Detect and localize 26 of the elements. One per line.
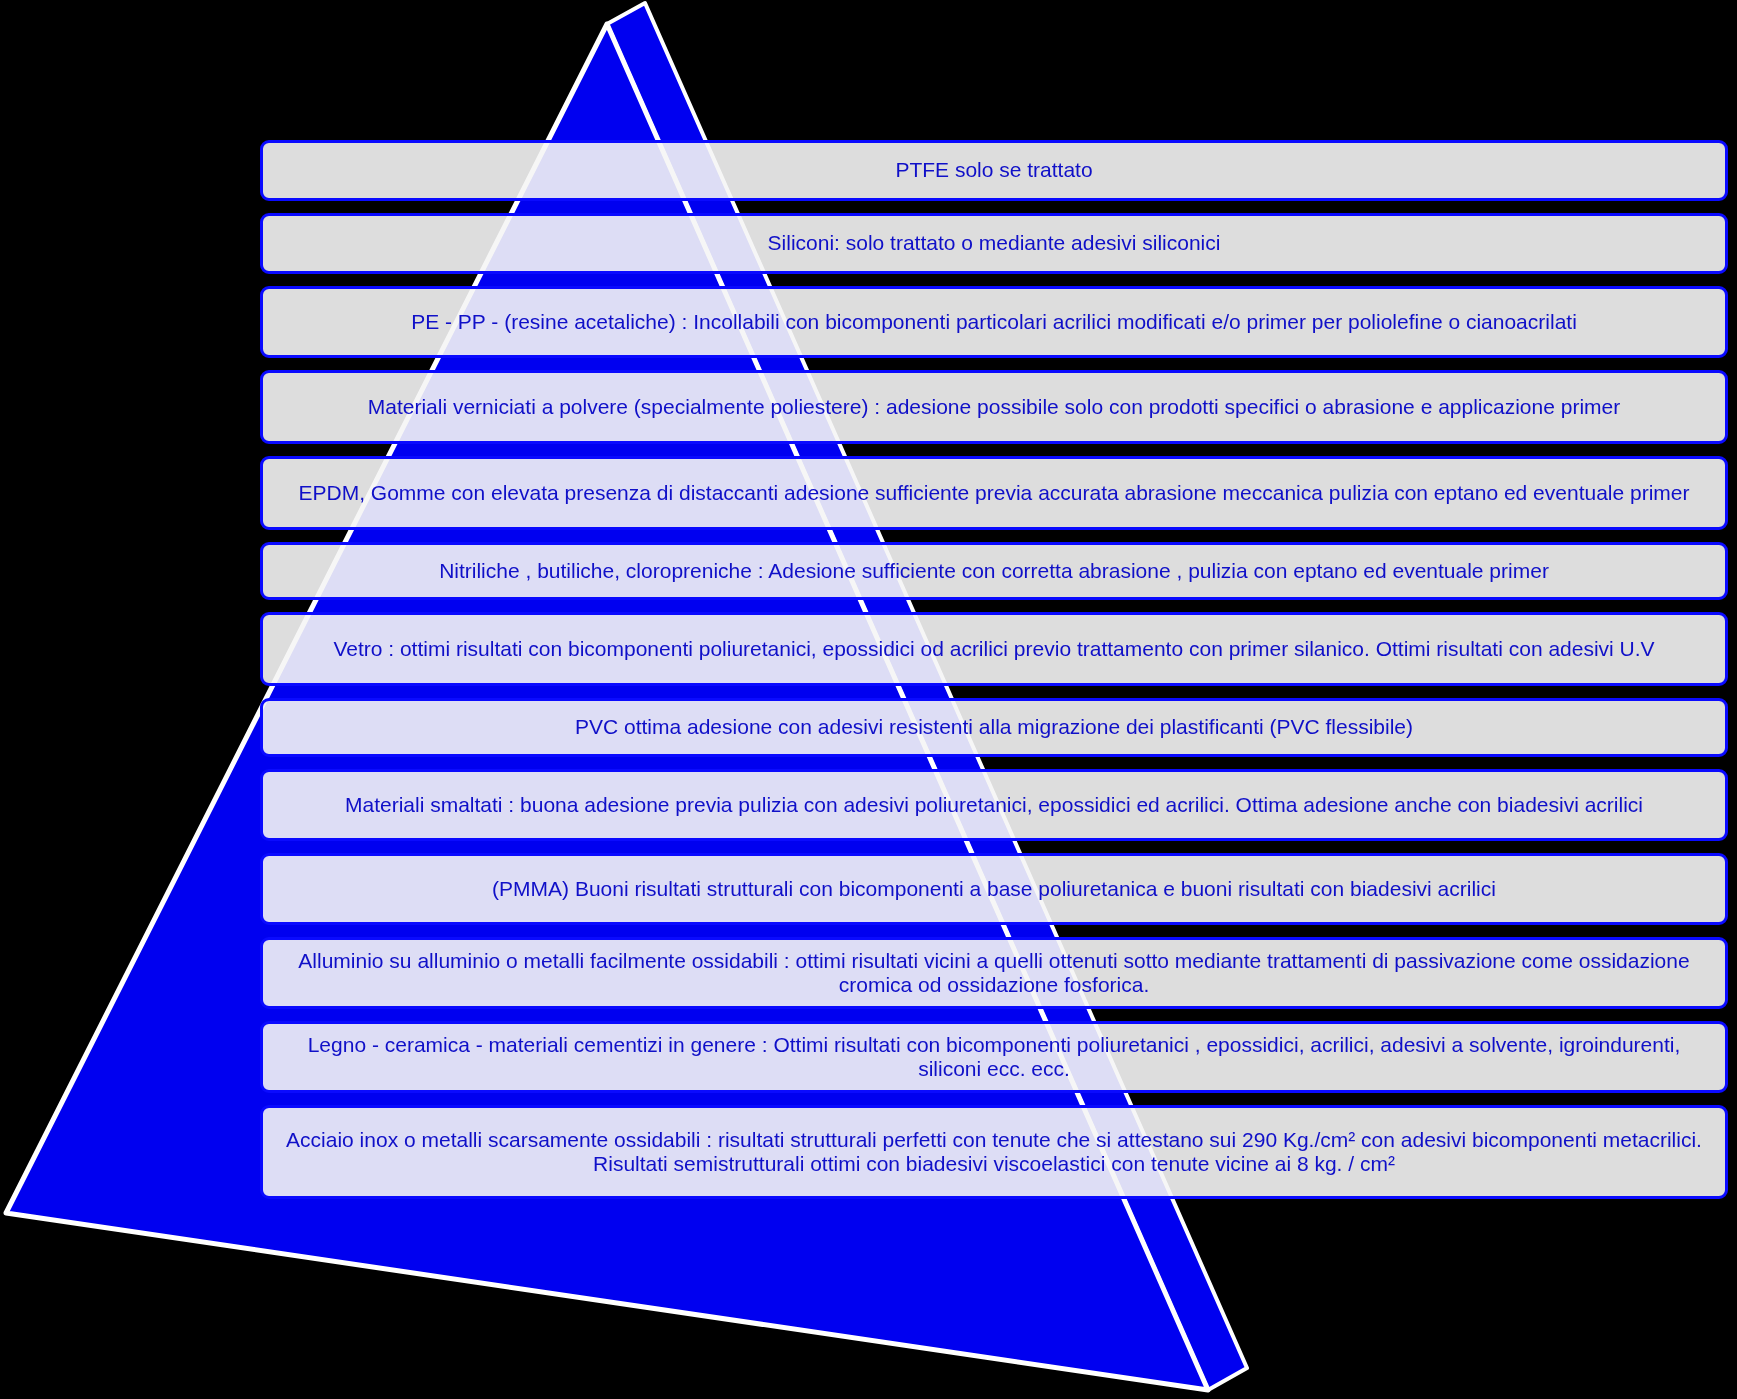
band-text: Materiali verniciati a polvere (specialmente poliestere) : adesione possibile solo con prodotti specifici o abrasione e applicazione primer xyxy=(367,394,1621,420)
band-text: PE - PP - (resine acetaliche) : Incollabili con bicomponenti particolari acrilici modificati e/o primer per poliolefine o cianoacrilati xyxy=(411,309,1577,335)
band-text: EPDM, Gomme con elevata presenza di distaccanti adesione sufficiente previa accurata abrasione meccanica pulizia con eptano ed eventuale primer xyxy=(298,480,1690,506)
pyramid-band xyxy=(260,1021,1728,1093)
pyramid-band xyxy=(260,542,1728,600)
band-text: Legno - ceramica - materiali cementizi in genere : Ottimi risultati con bicomponenti poliuretanici , epossidici, acrilici, adesivi a solvente, igroindurenti, siliconi ecc. ecc. xyxy=(306,1032,1682,1082)
pyramid-band xyxy=(260,140,1728,201)
pyramid-band xyxy=(260,937,1728,1009)
pyramid-band xyxy=(260,853,1728,925)
pyramid-band xyxy=(260,286,1728,358)
pyramid-band xyxy=(260,213,1728,274)
band-text: (PMMA) Buoni risultati strutturali con bicomponenti a base poliuretanica e buoni risultati con biadesivi acrilici xyxy=(492,876,1496,902)
band-text: Alluminio su alluminio o metalli facilmente ossidabili : ottimi risultati vicini a quelli ottenuti sotto mediante trattamenti di passivazione come ossidazione cromica od ossidazione fosforica. xyxy=(297,948,1691,998)
pyramid-band xyxy=(260,698,1728,757)
band-text: Materiali smaltati : buona adesione previa pulizia con adesivi poliuretanici, epossidici ed acrilici. Ottima adesione anche con biadesivi acrilici xyxy=(345,792,1643,818)
pyramid-band xyxy=(260,370,1728,444)
band-text: Siliconi: solo trattato o mediante adesivi siliconici xyxy=(767,231,1221,256)
band-text: Acciaio inox o metalli scarsamente ossidabili : risultati strutturali perfetti con tenute che si attestano sui 290 Kg./cm² con adesivi bicomponenti metacrilici. Risultati semistrutturali ottimi con biadesivi viscoelastici con tenute vicine ai 8 kg. / cm² xyxy=(285,1127,1703,1177)
band-text: PTFE solo se trattato xyxy=(895,158,1093,183)
band-text: Vetro : ottimi risultati con bicomponenti poliuretanici, epossidici od acrilici previo trattamento con primer silanico. Ottimi risultati con adesivi U.V xyxy=(333,636,1655,662)
pyramid-band xyxy=(260,1105,1728,1199)
pyramid-band xyxy=(260,456,1728,530)
band-text: Nitriliche , butiliche, cloropreniche : Adesione sufficiente con corretta abrasione , pulizia con eptano ed eventuale primer xyxy=(439,558,1549,584)
pyramid-band xyxy=(260,612,1728,686)
band-text: PVC ottima adesione con adesivi resistenti alla migrazione dei plastificanti (PVC flessibile) xyxy=(574,715,1414,740)
pyramid-band xyxy=(260,769,1728,841)
